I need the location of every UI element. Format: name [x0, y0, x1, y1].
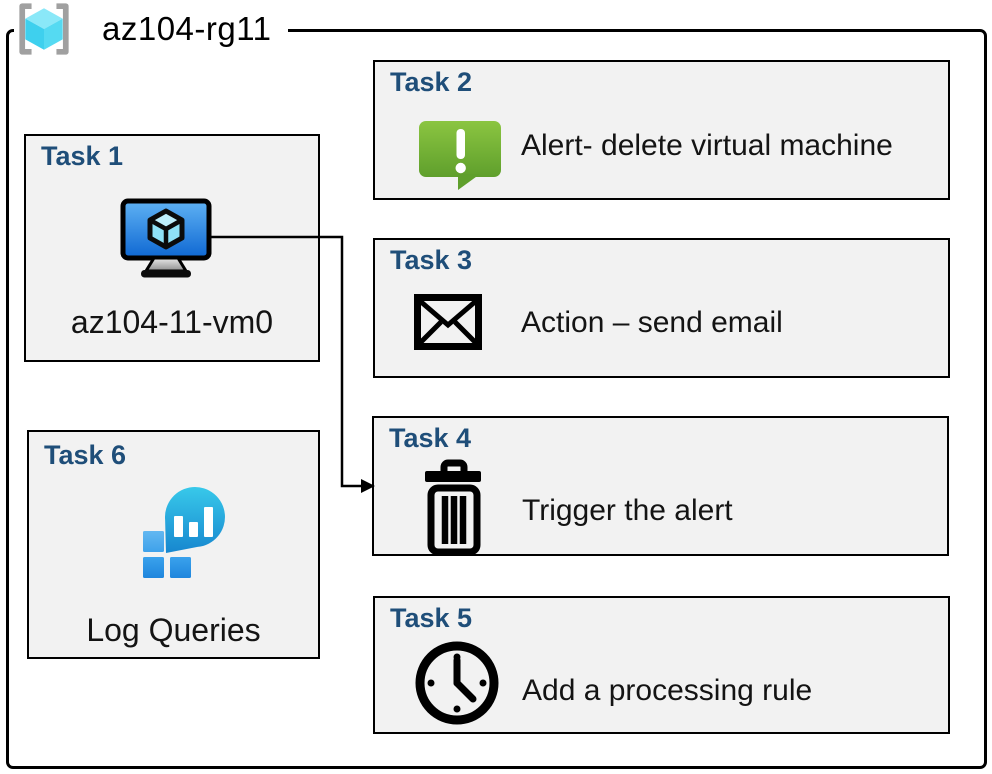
task-box-4: Task 4 Trigger the alert: [372, 416, 949, 556]
resource-group-badge: az104-rg11: [14, 0, 288, 58]
task-box-6: Task 6 Log Queries: [27, 430, 320, 659]
task-title-1: Task 1: [41, 141, 124, 171]
task-label-3: Action – send email: [521, 306, 783, 339]
task-box-2: Task 2 Alert- delete virtual machine: [373, 60, 950, 200]
log-analytics-icon: [143, 487, 233, 583]
task-box-1: Task 1 az104-11-vm0: [24, 134, 320, 362]
resource-group-name: az104-rg11: [102, 10, 272, 47]
task-label-2: Alert- delete virtual machine: [521, 129, 893, 162]
task-title-3: Task 3: [390, 245, 473, 275]
resource-group-icon: [16, 2, 72, 56]
task-label-5: Add a processing rule: [522, 674, 813, 707]
alert-bubble-icon: [418, 120, 502, 192]
task-label-6: Log Queries: [86, 612, 261, 648]
task-box-3: Task 3 Action – send email: [373, 238, 950, 378]
task-box-5: Task 5 Add a processing rule: [373, 596, 950, 734]
task-title-4: Task 4: [389, 423, 472, 453]
virtual-machine-icon: [120, 198, 212, 278]
clock-icon: [413, 639, 501, 727]
task-title-5: Task 5: [390, 603, 473, 633]
email-envelope-icon: [414, 294, 482, 350]
task-title-2: Task 2: [390, 67, 473, 97]
task-label-1: az104-11-vm0: [70, 304, 274, 340]
trash-icon: [422, 458, 484, 556]
task-title-6: Task 6: [44, 440, 127, 470]
task-label-4: Trigger the alert: [522, 494, 733, 527]
